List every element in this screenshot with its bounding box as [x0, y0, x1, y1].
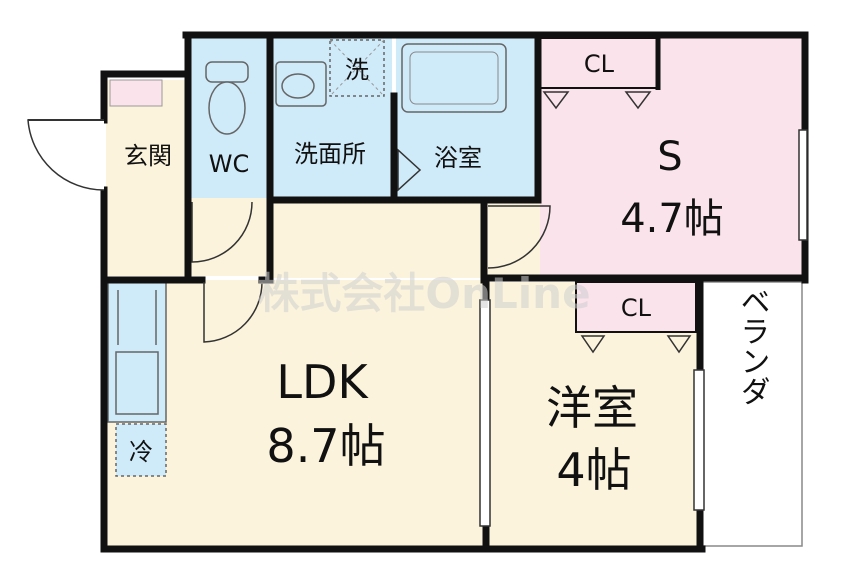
s-closet-label: CL: [584, 50, 615, 78]
bathtub: [401, 43, 507, 113]
s-room-name: S: [657, 134, 682, 180]
washbasin-bowl: [281, 73, 315, 99]
closet-door-marker: [666, 335, 692, 354]
bathroom-label: 浴室: [434, 144, 482, 172]
corridor-floor: [190, 198, 270, 276]
kitchen-sink: [115, 351, 159, 415]
washroom-label: 洗面所: [294, 140, 366, 168]
yoshitsu-name: 洋室: [546, 381, 638, 435]
s-room-window: [798, 129, 808, 241]
genkan-label: 玄関: [124, 142, 172, 170]
veranda-floor: [701, 281, 803, 547]
s-door-swing: [487, 205, 551, 269]
toilet-tank: [205, 61, 249, 83]
fridge-label: 冷: [129, 438, 153, 466]
bathtub-inner: [409, 51, 499, 105]
ldk-door-swing: [203, 281, 263, 343]
yoshitsu-closet-label: CL: [621, 294, 652, 322]
s-room-size: 4.7帖: [620, 196, 724, 242]
fridge-space: [115, 423, 167, 477]
s-room-closet: [539, 37, 659, 89]
yoshitsu-size: 4帖: [556, 443, 631, 497]
wc-label: WC: [209, 150, 250, 178]
hall-floor: [270, 198, 540, 278]
genkan-floor: [106, 80, 190, 276]
closet-door-marker: [624, 91, 652, 110]
washer-cross: [329, 39, 385, 97]
closet-door-marker: [580, 335, 606, 354]
washer-label: 洗: [345, 56, 369, 84]
watermark: 株式会社OnLine: [257, 269, 590, 318]
toilet-bowl: [208, 81, 246, 135]
bath-door-marker: [397, 148, 422, 192]
yoshitsu-closet: [575, 281, 697, 333]
yoshitsu-window: [693, 369, 705, 511]
ldk-name: LDK: [276, 355, 369, 409]
ldk-size: 8.7帖: [266, 419, 385, 473]
entrance-door-swing: [27, 119, 105, 191]
veranda-label: ベランダ: [735, 286, 770, 406]
ldk-sliding-door: [479, 299, 491, 527]
genkan-shoebox: [109, 79, 163, 107]
closet-door-marker: [542, 91, 570, 110]
ldk-floor: [106, 280, 484, 546]
wc-door-swing: [191, 201, 253, 263]
